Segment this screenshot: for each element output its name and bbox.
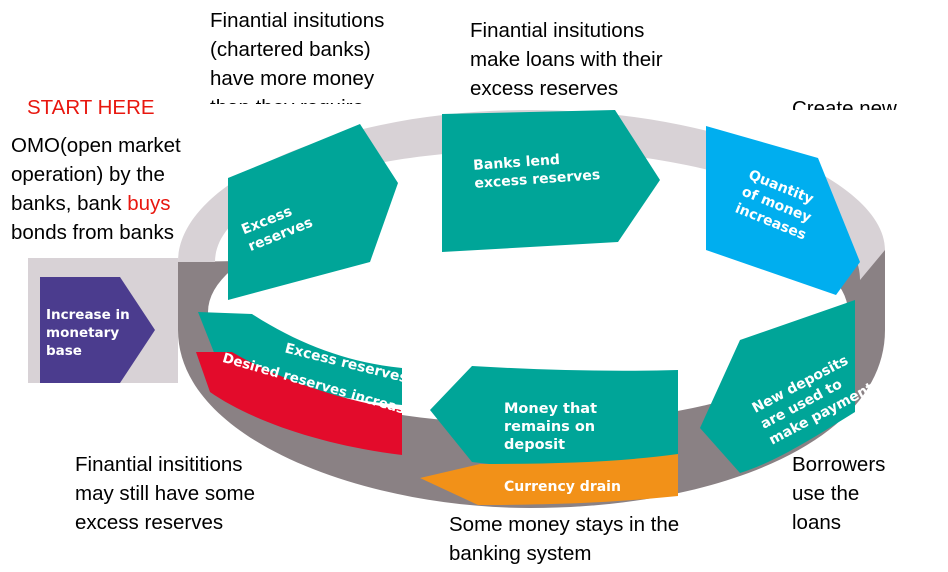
omo-annotation: OMO(open market operation) by the banks,…: [11, 131, 181, 247]
omo-text-part2: bonds from banks: [11, 221, 174, 244]
banks-lend-line: Banks lend: [473, 152, 561, 174]
increase-monetary-base-arrow: [40, 277, 155, 383]
top-far-right-annotation: Create new: [792, 97, 897, 110]
bottom-left-annotation: Finantial insititions may still have som…: [75, 453, 256, 534]
money-remains-line: deposit: [504, 437, 565, 453]
omo-buys-highlight: buys: [127, 192, 171, 215]
increase-base-label: Increase in monetary base: [46, 307, 134, 359]
excess-reserves-top-arrow: [228, 124, 398, 300]
new-deposits-arrow: [700, 300, 855, 473]
money-remains-line: Money that: [504, 401, 597, 417]
banks-lend-arrow: [442, 110, 660, 252]
money-remains-label: Money that remains on deposit: [504, 401, 602, 453]
bottom-right-annotation: Borrowers use the loans: [792, 453, 886, 534]
money-remains-line: remains on: [504, 419, 595, 435]
bottom-center-annotation: Some money stays in the banking system: [449, 513, 680, 565]
top-right-annotation: Finantial insitutions make loans with th…: [470, 19, 663, 100]
currency-drain-arrow: [420, 454, 678, 505]
currency-drain-label: Currency drain: [504, 479, 621, 495]
top-left-annotation: Finantial insitutions (chartered banks) …: [210, 9, 385, 104]
start-here-label: START HERE: [27, 96, 155, 119]
increase-base-line: Increase in: [46, 307, 130, 323]
increase-base-line: base: [46, 343, 82, 359]
excess-reserves-bottom-arrow: [198, 312, 402, 405]
desired-reserves-arrow: [196, 352, 402, 455]
money-remains-arrow: [430, 366, 678, 471]
increase-base-line: monetary: [46, 325, 119, 341]
quantity-money-arrow: [706, 126, 860, 295]
omo-text-part1: OMO(open market operation) by the banks,…: [11, 134, 181, 215]
